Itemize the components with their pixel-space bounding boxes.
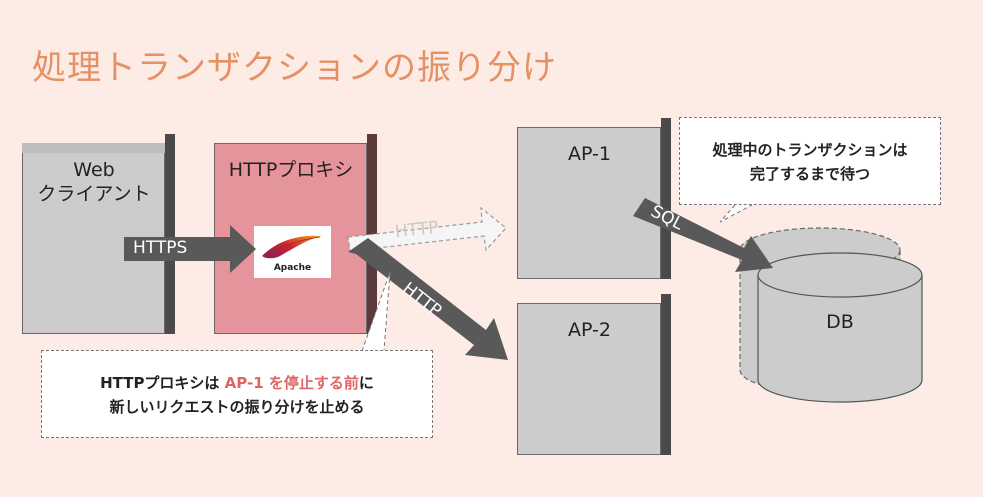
ap1-server-box: AP-1 xyxy=(517,118,671,279)
proxy-callout-part1: HTTPプロキシは xyxy=(100,374,225,392)
proxy-callout-line2: 新しいリクエストの振り分けを止める xyxy=(109,398,365,416)
slide-title: 処理トランザクションの振り分け xyxy=(32,48,557,88)
db-callout-line1: 処理中のトランザクションは xyxy=(712,141,908,159)
proxy-callout: HTTPプロキシは AP-1 を停止する前に 新しいリクエストの振り分けを止める xyxy=(41,350,433,438)
ap2-server-box: AP-2 xyxy=(517,294,671,455)
proxy-callout-part2: に xyxy=(358,374,374,392)
http-arrow-to-ap2 xyxy=(348,238,508,360)
https-arrow xyxy=(124,225,256,273)
https-arrow-label: HTTPS xyxy=(133,238,188,258)
ap1-label: AP-1 xyxy=(568,143,611,165)
ap2-label: AP-2 xyxy=(568,319,611,341)
db-callout-line2: 完了するまで待つ xyxy=(749,165,870,183)
http-proxy-label: HTTPプロキシ xyxy=(228,159,354,181)
apache-logo-text: Apache xyxy=(273,263,312,273)
proxy-note-pointer xyxy=(362,272,390,351)
db-label: DB xyxy=(826,311,854,333)
proxy-callout-highlight: AP-1 を停止する前 xyxy=(224,374,359,392)
sql-arrow xyxy=(633,198,773,272)
web-client-label-line1: Web xyxy=(73,159,115,181)
web-client-label-line2: クライアント xyxy=(37,183,151,205)
db-callout: 処理中のトランザクションは 完了するまで待つ xyxy=(679,117,941,205)
apache-feather-icon xyxy=(262,235,322,259)
apache-logo: Apache xyxy=(254,226,331,278)
